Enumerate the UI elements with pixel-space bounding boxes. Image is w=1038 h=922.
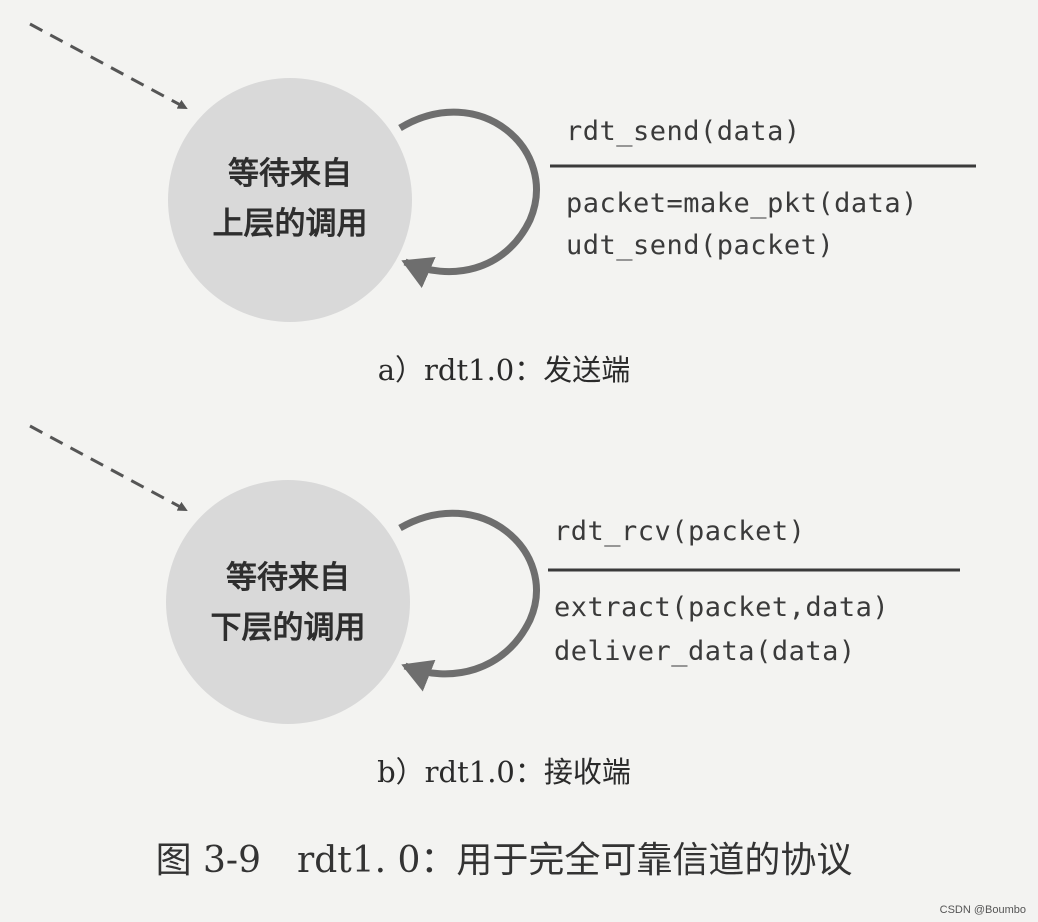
sender-fsm: 等待来自 上层的调用 rdt_send(data) packet=make_pk… xyxy=(29,22,976,387)
receiver-self-loop-arrow xyxy=(398,509,540,692)
sender-state-circle xyxy=(168,78,412,322)
receiver-action-1: extract(packet,data) xyxy=(554,592,889,623)
receiver-caption: b）rdt1.0：接收端 xyxy=(377,755,631,789)
sender-state-label-line1: 等待来自 xyxy=(228,156,352,192)
figure-caption: 图 3-9 rdt1. 0：用于完全可靠信道的协议 xyxy=(156,840,853,881)
receiver-initial-arrow xyxy=(29,424,188,512)
csdn-watermark: CSDN @Boumbo xyxy=(939,904,1026,916)
sender-event-label: rdt_send(data) xyxy=(566,116,801,147)
receiver-event-label: rdt_rcv(packet) xyxy=(554,516,805,547)
receiver-state-label-line1: 等待来自 xyxy=(226,560,350,596)
sender-state-label-line2: 上层的调用 xyxy=(213,206,368,242)
receiver-state-label-line2: 下层的调用 xyxy=(211,610,366,646)
receiver-state-circle xyxy=(166,480,410,724)
receiver-fsm: 等待来自 下层的调用 rdt_rcv(packet) extract(packe… xyxy=(29,424,960,789)
receiver-action-2: deliver_data(data) xyxy=(554,636,856,667)
sender-action-2: udt_send(packet) xyxy=(566,230,834,261)
sender-self-loop-arrow xyxy=(398,108,540,289)
sender-caption: a）rdt1.0：发送端 xyxy=(378,353,631,387)
sender-initial-arrow xyxy=(29,22,188,110)
sender-action-1: packet=make_pkt(data) xyxy=(566,188,918,219)
